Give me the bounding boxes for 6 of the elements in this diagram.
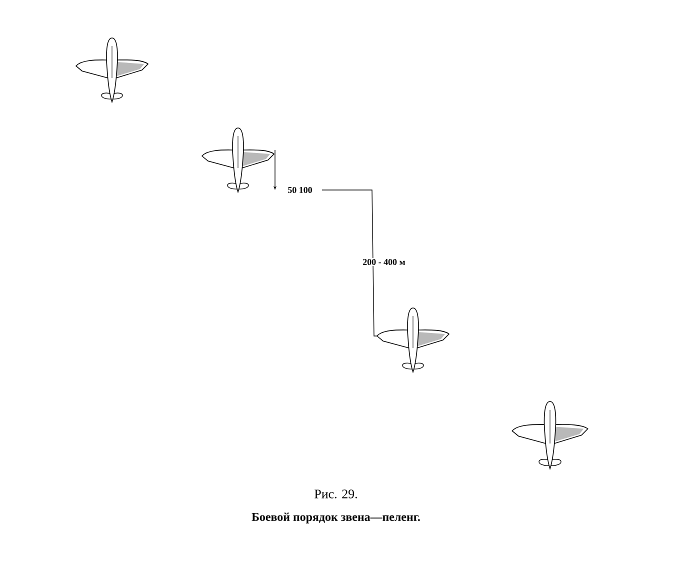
plane-drawing <box>202 128 274 192</box>
plane-drawing <box>376 308 450 372</box>
plane-drawing <box>512 401 588 470</box>
plane-drawing <box>76 38 148 102</box>
figure-number: Рис. 29. <box>314 490 357 498</box>
caption: Боевой порядок звена—пеленг. <box>252 512 420 524</box>
